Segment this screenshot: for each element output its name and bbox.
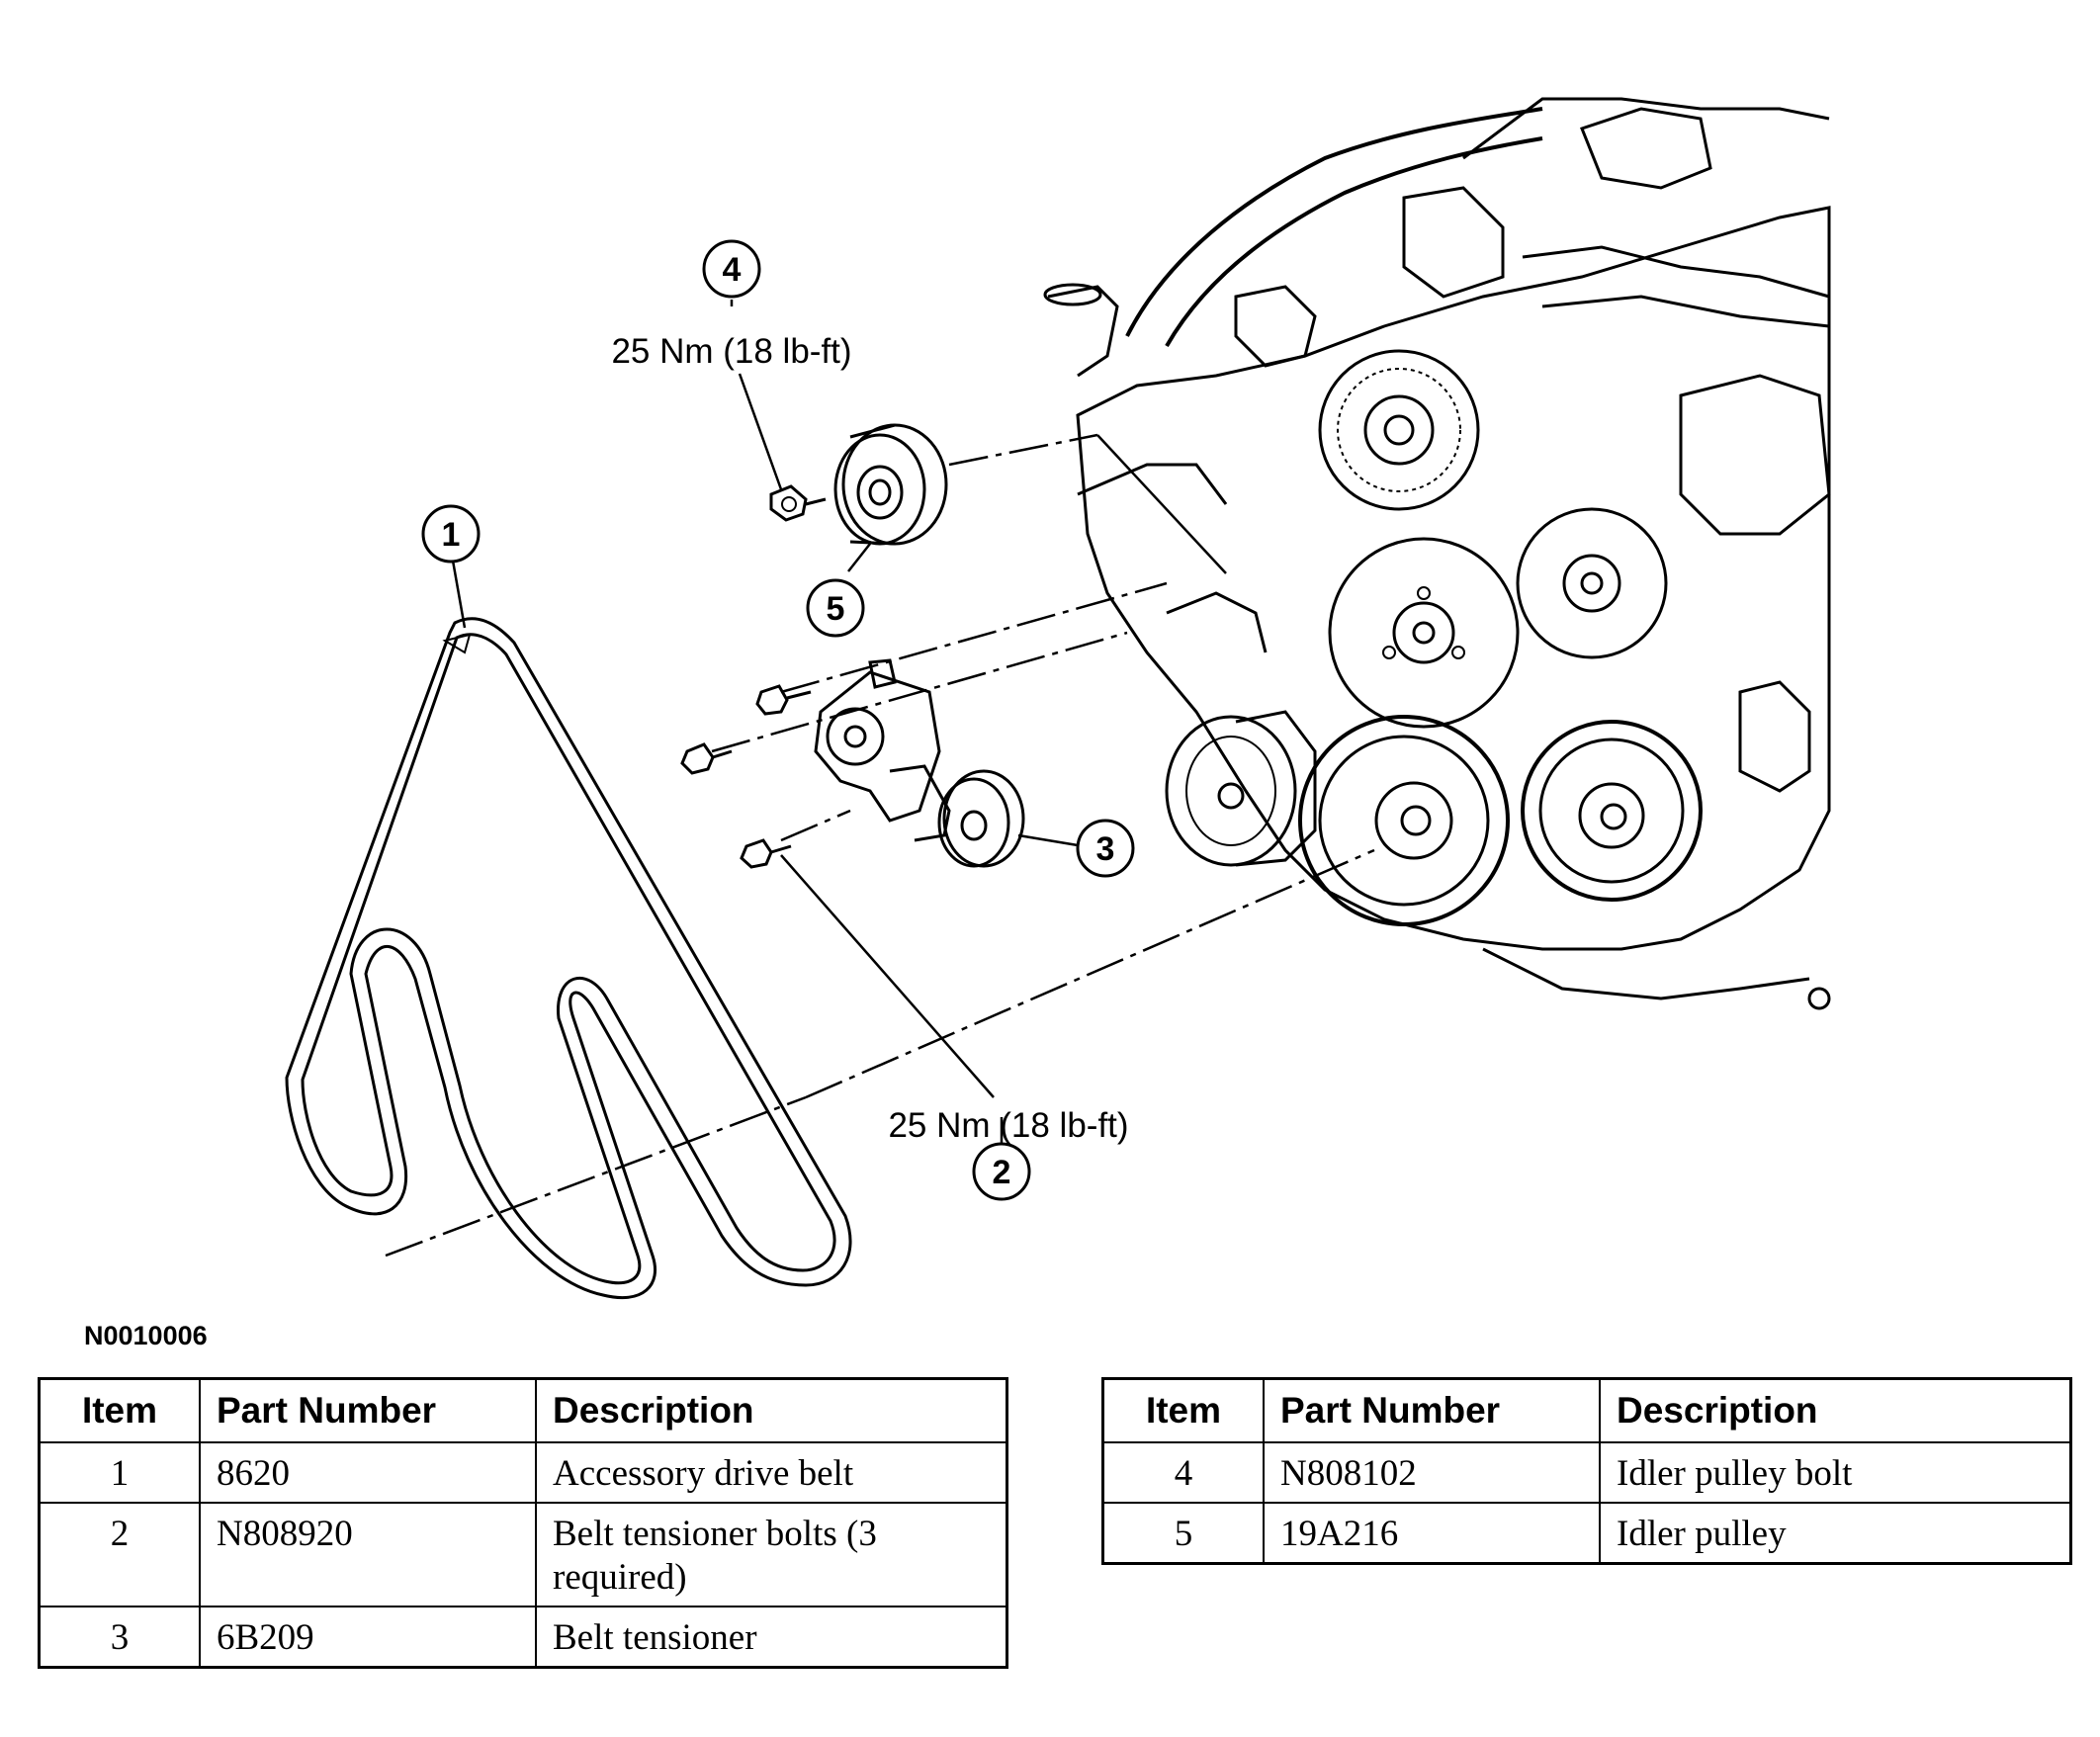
callout-4-label: 4 [723,251,742,289]
belt-tensioner-bolts [680,684,812,869]
figure-id: N0010006 [84,1321,208,1350]
column-header-part-number: Part Number [1263,1377,1601,1443]
cell-description: Belt tensioner [535,1606,1008,1669]
assembly-lines [385,433,1375,1258]
callout-2-label: 2 [993,1154,1011,1191]
cell-description: Accessory drive belt [535,1441,1008,1504]
callout-1: 1 [421,504,481,564]
table-row: 1 8620 Accessory drive belt [38,1441,1008,1504]
table-row: 4 N808102 Idler pulley bolt [1101,1441,2072,1504]
callout-5: 5 [806,578,865,638]
cell-item: 4 [1101,1441,1265,1504]
cell-part-number: 6B209 [199,1606,537,1669]
column-header-item: Item [38,1377,201,1443]
cell-part-number: N808920 [199,1502,537,1607]
callout-5-label: 5 [827,590,845,628]
cell-item: 3 [38,1606,201,1669]
callout-3: 3 [1076,819,1135,878]
callout-3-label: 3 [1096,830,1115,868]
table-header-row: Item Part Number Description [38,1377,1008,1443]
column-header-item: Item [1101,1377,1265,1443]
cell-part-number: 8620 [199,1441,537,1504]
cell-item: 2 [38,1502,201,1607]
callout-2: 2 [972,1142,1031,1201]
cell-item: 5 [1101,1502,1265,1565]
table-row: 2 N808920 Belt tensioner bolts (3 requir… [38,1502,1008,1607]
cell-description: Belt tensioner bolts (3 required) [535,1502,1008,1607]
table-row: 5 19A216 Idler pulley [1101,1502,2072,1565]
cell-part-number: 19A216 [1263,1502,1601,1565]
column-header-part-number: Part Number [199,1377,537,1443]
column-header-description: Description [535,1377,1008,1443]
belt-drive-diagram: 1 2 3 4 5 25 Nm (18 lb-ft) 25 Nm (18 lb-… [84,97,1831,1350]
callout-4: 4 [702,239,761,299]
cell-description: Idler pulley bolt [1599,1441,2072,1504]
table-header-row: Item Part Number Description [1101,1377,2072,1443]
column-header-description: Description [1599,1377,2072,1443]
engine-illustration [1043,97,1831,1010]
torque-label-lower: 25 Nm (18 lb-ft) [888,1106,1128,1145]
callout-1-label: 1 [442,516,461,554]
leader-lines [451,300,1079,1145]
cell-part-number: N808102 [1263,1441,1601,1504]
parts-table-left: Item Part Number Description 1 8620 Acce… [38,1377,1008,1669]
cell-item: 1 [38,1441,201,1504]
idler-pulley-bolt [769,484,827,522]
table-row: 3 6B209 Belt tensioner [38,1606,1008,1669]
accessory-drive-belt [285,617,852,1300]
parts-table-right: Item Part Number Description 4 N808102 I… [1101,1377,2072,1565]
cell-description: Idler pulley [1599,1502,2072,1565]
idler-pulley [833,423,948,546]
belt-tensioner [814,658,1025,868]
torque-label-upper: 25 Nm (18 lb-ft) [611,332,851,371]
